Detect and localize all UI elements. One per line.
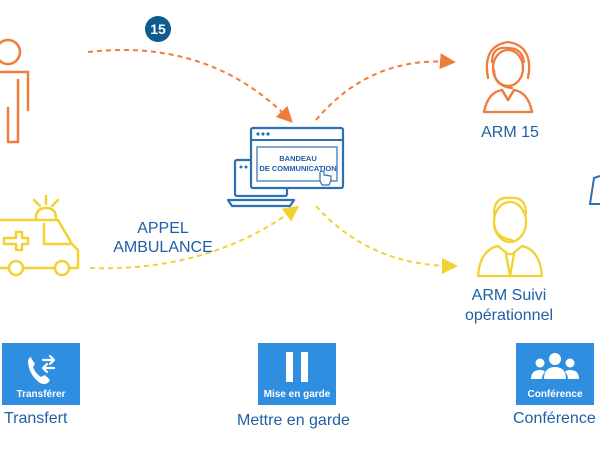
arm15-agent-icon — [482, 40, 534, 114]
arm-suivi-label-line2: opérationnel — [464, 307, 554, 324]
pause-icon — [286, 352, 308, 382]
flow-caller-to-window — [87, 49, 293, 123]
arm-suivi-label: ARM Suivi opérationnel — [450, 286, 568, 326]
caller-person-icon — [0, 38, 30, 144]
edge-shape-icon — [588, 175, 600, 205]
flow-window-to-arm15 — [315, 53, 456, 121]
mise-en-garde-button[interactable]: Mise en garde — [258, 343, 336, 405]
transferer-button[interactable]: Transférer — [2, 343, 80, 405]
appel-ambulance-label: APPEL AMBULANCE — [104, 219, 222, 257]
flow-ambulance-to-window — [89, 205, 300, 270]
arm-suivi-label-line1: ARM Suivi — [471, 287, 547, 304]
transferer-tile-label: Transférer — [16, 389, 66, 400]
ambulance-icon — [0, 194, 80, 277]
flow-window-to-arm-suivi — [315, 205, 458, 274]
conference-tile-label: Conférence — [527, 389, 583, 400]
mise-en-garde-tile-label: Mise en garde — [263, 389, 331, 400]
badge-15-circle — [145, 16, 171, 42]
window-title-line1: BANDEAU — [279, 154, 317, 163]
appel-label-line2: AMBULANCE — [113, 239, 213, 256]
conference-caption: Conférence — [513, 410, 596, 427]
transfert-caption: Transfert — [4, 410, 68, 427]
badge-15-number: 15 — [150, 21, 166, 37]
appel-label-line1: APPEL — [137, 220, 189, 237]
mettre-en-garde-caption: Mettre en garde — [237, 412, 350, 429]
arm15-label: ARM 15 — [481, 124, 539, 141]
pointer-hand-icon — [319, 170, 332, 186]
window-title-line2: DE COMMUNICATION — [259, 164, 336, 173]
phone-transfer-icon — [28, 354, 56, 384]
conference-button[interactable]: Conférence — [516, 343, 594, 405]
arm-suivi-agent-icon — [476, 196, 544, 278]
group-icon — [531, 353, 579, 379]
